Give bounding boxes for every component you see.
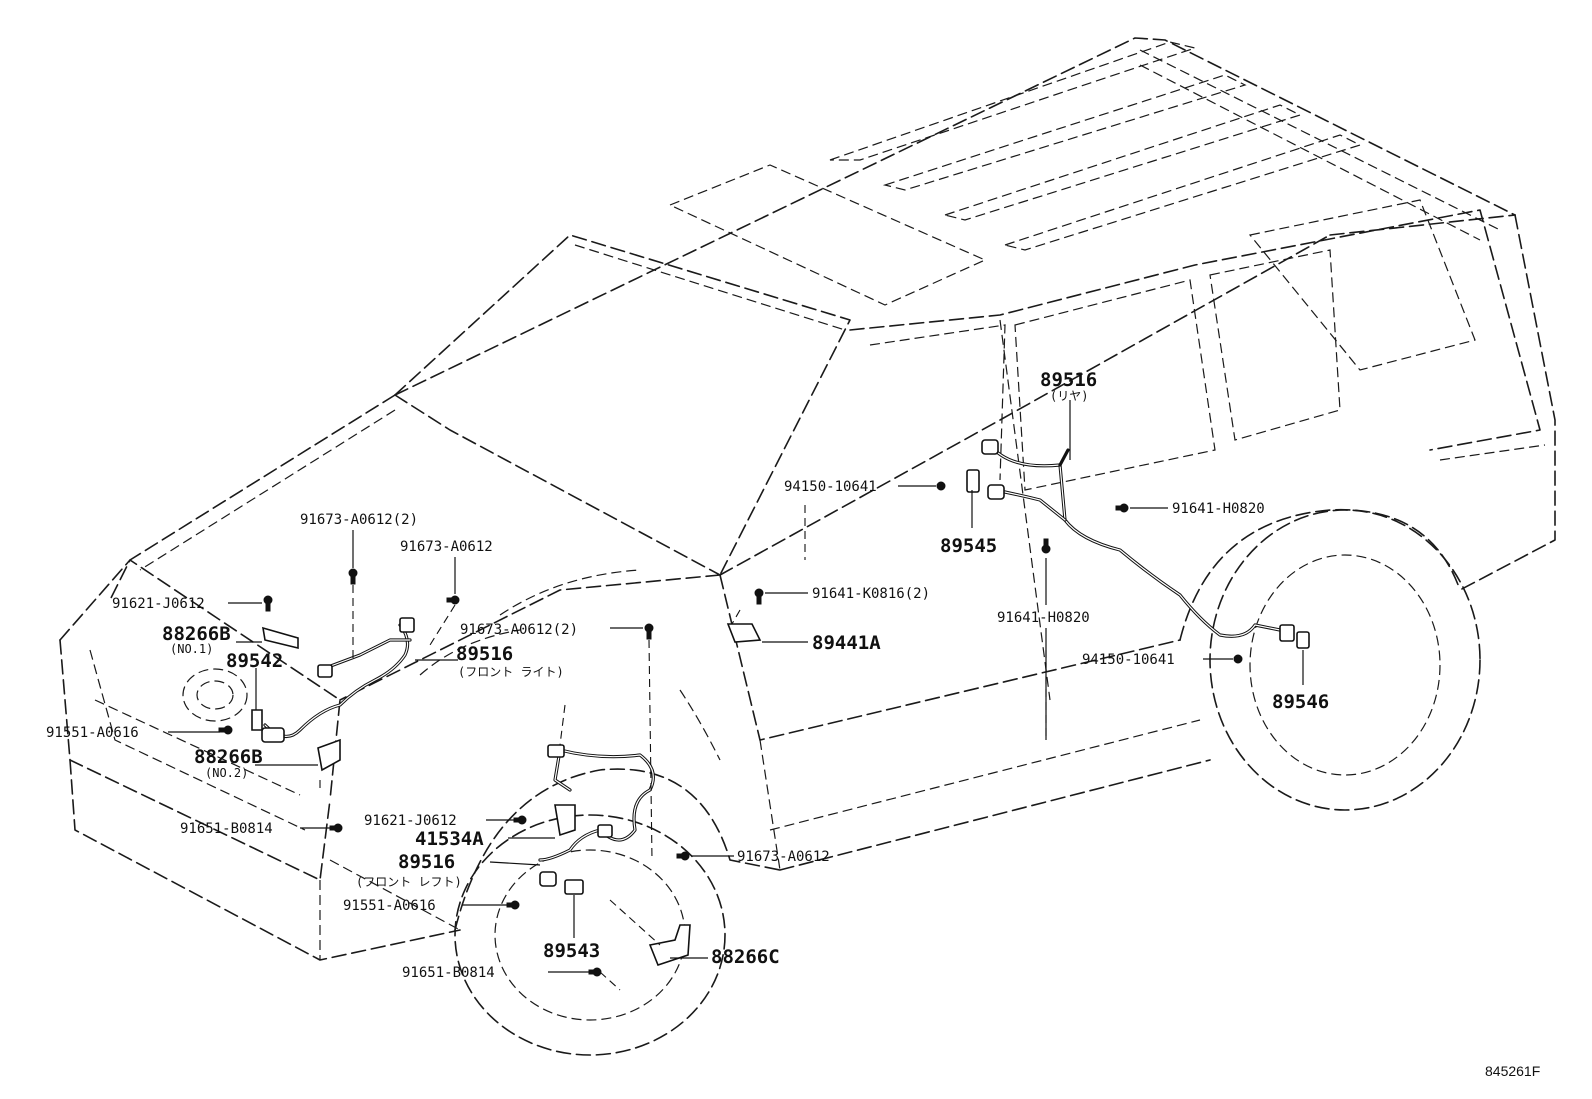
- label-88266b-no1-note: (NO.1): [170, 642, 213, 656]
- connector-icon: [547, 744, 565, 758]
- label-91641-h0820-mid: 91641-H0820: [997, 610, 1090, 626]
- bracket-icon: [554, 804, 576, 837]
- abs-sensor-icon: [564, 879, 584, 895]
- connector-icon: [981, 439, 999, 455]
- bracket-icon: [317, 738, 341, 772]
- label-91651-b0814-low: 91651-B0814: [402, 965, 495, 981]
- connector-icon: [261, 727, 285, 743]
- diagram-reference-code: 845261F: [1485, 1063, 1540, 1079]
- label-91641-k0816: 91641-K0816(2): [812, 586, 930, 602]
- bolt-icon: [1233, 654, 1243, 664]
- abs-sensor-icon: [1296, 631, 1310, 649]
- abs-sensor-icon: [966, 469, 980, 493]
- label-94150-10641-top: 94150-10641: [784, 479, 877, 495]
- label-89516-front-light: 89516: [456, 643, 513, 665]
- label-91641-h0820-right: 91641-H0820: [1172, 501, 1265, 517]
- label-91621-j0612-mid: 91621-J0612: [364, 813, 457, 829]
- bolt-icon: [588, 967, 602, 977]
- bolt-icon: [506, 900, 520, 910]
- bolt-icon: [218, 725, 233, 735]
- label-89441a: 89441A: [812, 632, 881, 654]
- label-89516-front-left-note: (フロント レフト): [356, 875, 462, 889]
- bolt-icon: [513, 815, 527, 825]
- label-88266c: 88266C: [711, 946, 780, 968]
- label-88266b-no2-note: (NO.2): [205, 766, 248, 780]
- bolt-icon: [676, 851, 690, 861]
- label-91551-a0616-left: 91551-A0616: [46, 725, 139, 741]
- bracket-icon: [648, 924, 691, 966]
- connector-icon: [317, 664, 333, 678]
- part-labels: 89516 (リヤ) 94150-10641 89545 91641-H0820…: [46, 369, 1540, 1079]
- label-89545: 89545: [940, 535, 997, 557]
- label-88266b-no2: 88266B: [194, 746, 263, 768]
- label-89516-front-light-note: (フロント ライト): [458, 665, 564, 679]
- label-91673-a0612-2-top: 91673-A0612(2): [300, 512, 418, 528]
- sensor-icon: [726, 623, 762, 643]
- bolt-icon: [446, 595, 460, 605]
- leader-lines: [168, 400, 1304, 991]
- connector-icon: [1279, 624, 1295, 642]
- label-88266b-no1: 88266B: [162, 623, 231, 645]
- height-sensor-icon: [251, 709, 263, 731]
- bolt-icon: [754, 588, 764, 605]
- bolt-icon: [348, 568, 358, 585]
- label-89546: 89546: [1272, 691, 1329, 713]
- connector-icon: [399, 617, 415, 633]
- label-89542: 89542: [226, 650, 283, 672]
- connector-icon: [539, 871, 557, 887]
- bracket-icon: [262, 626, 299, 650]
- parts: [218, 439, 1310, 977]
- connector-icon: [987, 484, 1005, 500]
- bolt-icon: [1041, 538, 1051, 554]
- bolt-icon: [936, 481, 946, 491]
- bolt-icon: [1115, 503, 1129, 513]
- connector-icon: [597, 824, 613, 838]
- label-91551-a0616-low: 91551-A0616: [343, 898, 436, 914]
- label-91673-a0612-top: 91673-A0612: [400, 539, 493, 555]
- label-89516-front-left: 89516: [398, 851, 455, 873]
- vehicle-outline: [59, 37, 1556, 1056]
- label-91651-b0814-left: 91651-B0814: [180, 821, 273, 837]
- label-41534a: 41534A: [415, 828, 484, 850]
- label-91673-a0612-2-mid: 91673-A0612(2): [460, 622, 578, 638]
- label-89543: 89543: [543, 940, 600, 962]
- label-89516-rear: 89516: [1040, 369, 1097, 391]
- label-94150-10641-low: 94150-10641: [1082, 652, 1175, 668]
- label-91621-j0612-left: 91621-J0612: [112, 596, 205, 612]
- bolt-icon: [263, 595, 273, 612]
- label-89516-rear-note: (リヤ): [1050, 389, 1088, 403]
- label-91673-a0612-low: 91673-A0612: [737, 849, 830, 865]
- bolt-icon: [644, 623, 654, 640]
